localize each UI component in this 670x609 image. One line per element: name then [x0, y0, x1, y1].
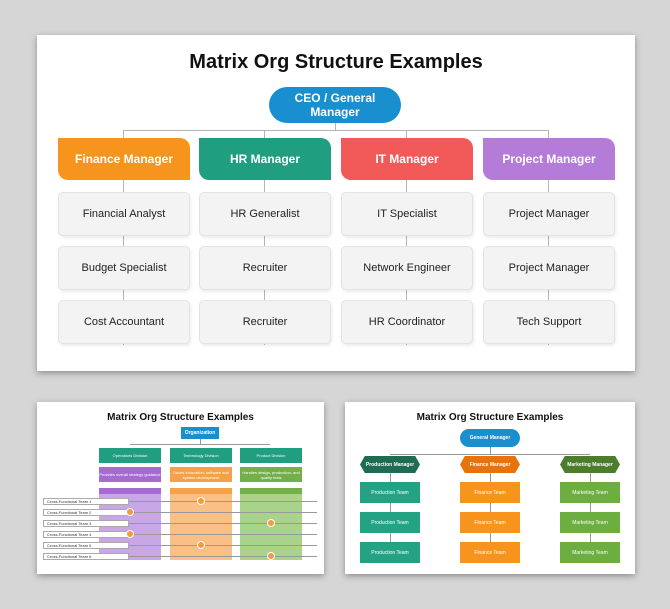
role-node[interactable]: HR Generalist: [199, 192, 331, 236]
manager-bus: [390, 454, 590, 455]
role-node[interactable]: Project Manager: [483, 192, 615, 236]
team-node[interactable]: Production Team: [360, 542, 420, 563]
team-row-line: [129, 512, 317, 513]
ceo-connector: [335, 123, 336, 130]
team-row-label: Cross-Functional Team 2: [43, 509, 129, 516]
role-node[interactable]: Project Manager: [483, 246, 615, 290]
gm-connector: [490, 447, 491, 454]
team-dot: [126, 508, 134, 516]
role-node[interactable]: Cost Accountant: [58, 300, 190, 344]
hr-manager-node[interactable]: HR Manager: [199, 138, 331, 180]
bus-drop-1: [123, 130, 124, 138]
main-slide[interactable]: Matrix Org Structure Examples CEO / Gene…: [37, 35, 635, 371]
team-row-line: [129, 501, 317, 502]
role-node[interactable]: Budget Specialist: [58, 246, 190, 290]
division-desc: Handles design, production, and quality …: [240, 467, 302, 482]
team-dot: [267, 552, 275, 560]
organization-node[interactable]: Organization: [181, 427, 219, 439]
marketing-manager-node[interactable]: Marketing Manager: [560, 456, 620, 473]
division-bus: [130, 444, 270, 445]
finance-manager-node[interactable]: Finance Manager: [58, 138, 190, 180]
thumbnail-slide-2[interactable]: Matrix Org Structure Examples Organizati…: [37, 402, 324, 574]
slide2-title: Matrix Org Structure Examples: [107, 412, 254, 423]
role-node[interactable]: Recruiter: [199, 246, 331, 290]
team-dot: [197, 541, 205, 549]
team-row-line: [129, 534, 317, 535]
team-dot: [267, 519, 275, 527]
it-manager-node[interactable]: IT Manager: [341, 138, 473, 180]
bus-drop-2: [264, 130, 265, 138]
division-desc: Provides overall strategy guidance: [99, 467, 161, 482]
top-bus-line: [123, 130, 549, 131]
team-row-label: Cross-Functional Team 4: [43, 531, 129, 538]
team-row-line: [129, 556, 317, 557]
team-row-label: Cross-Functional Team 5: [43, 542, 129, 549]
division-node[interactable]: Product Division: [240, 448, 302, 463]
team-node[interactable]: Production Team: [360, 512, 420, 533]
ceo-node[interactable]: CEO / General Manager: [269, 87, 401, 123]
operations-column-head: [99, 488, 161, 494]
team-row-line: [129, 545, 317, 546]
slide3-title: Matrix Org Structure Examples: [416, 412, 564, 423]
team-row-label: Cross-Functional Team 6: [43, 553, 129, 560]
team-node[interactable]: Finance Team: [460, 542, 520, 563]
thumbnail-slide-3[interactable]: Matrix Org Structure Examples General Ma…: [345, 402, 635, 574]
role-node[interactable]: Recruiter: [199, 300, 331, 344]
general-manager-node[interactable]: General Manager: [460, 429, 520, 447]
team-node[interactable]: Marketing Team: [560, 542, 620, 563]
role-node[interactable]: Tech Support: [483, 300, 615, 344]
role-node[interactable]: Network Engineer: [341, 246, 473, 290]
role-node[interactable]: IT Specialist: [341, 192, 473, 236]
team-dot: [126, 530, 134, 538]
team-row-line: [129, 523, 317, 524]
team-row-label: Cross-Functional Team 3: [43, 520, 129, 527]
finance-manager-node[interactable]: Finance Manager: [460, 456, 520, 473]
main-title: Matrix Org Structure Examples: [189, 51, 483, 73]
team-node[interactable]: Marketing Team: [560, 512, 620, 533]
bus-drop-3: [406, 130, 407, 138]
team-dot: [197, 497, 205, 505]
team-node[interactable]: Finance Team: [460, 512, 520, 533]
technology-column-head: [170, 488, 232, 494]
role-node[interactable]: Financial Analyst: [58, 192, 190, 236]
org-connector: [200, 439, 201, 444]
division-desc: Drives innovation, software and system d…: [170, 467, 232, 482]
team-node[interactable]: Production Team: [360, 482, 420, 503]
production-manager-node[interactable]: Production Manager: [360, 456, 420, 473]
division-node[interactable]: Operations Division: [99, 448, 161, 463]
division-node[interactable]: Technology Division: [170, 448, 232, 463]
team-node[interactable]: Marketing Team: [560, 482, 620, 503]
role-node[interactable]: HR Coordinator: [341, 300, 473, 344]
team-row-label: Cross-Functional Team 1: [43, 498, 129, 505]
product-column-head: [240, 488, 302, 494]
bus-drop-4: [548, 130, 549, 138]
team-node[interactable]: Finance Team: [460, 482, 520, 503]
project-manager-node[interactable]: Project Manager: [483, 138, 615, 180]
